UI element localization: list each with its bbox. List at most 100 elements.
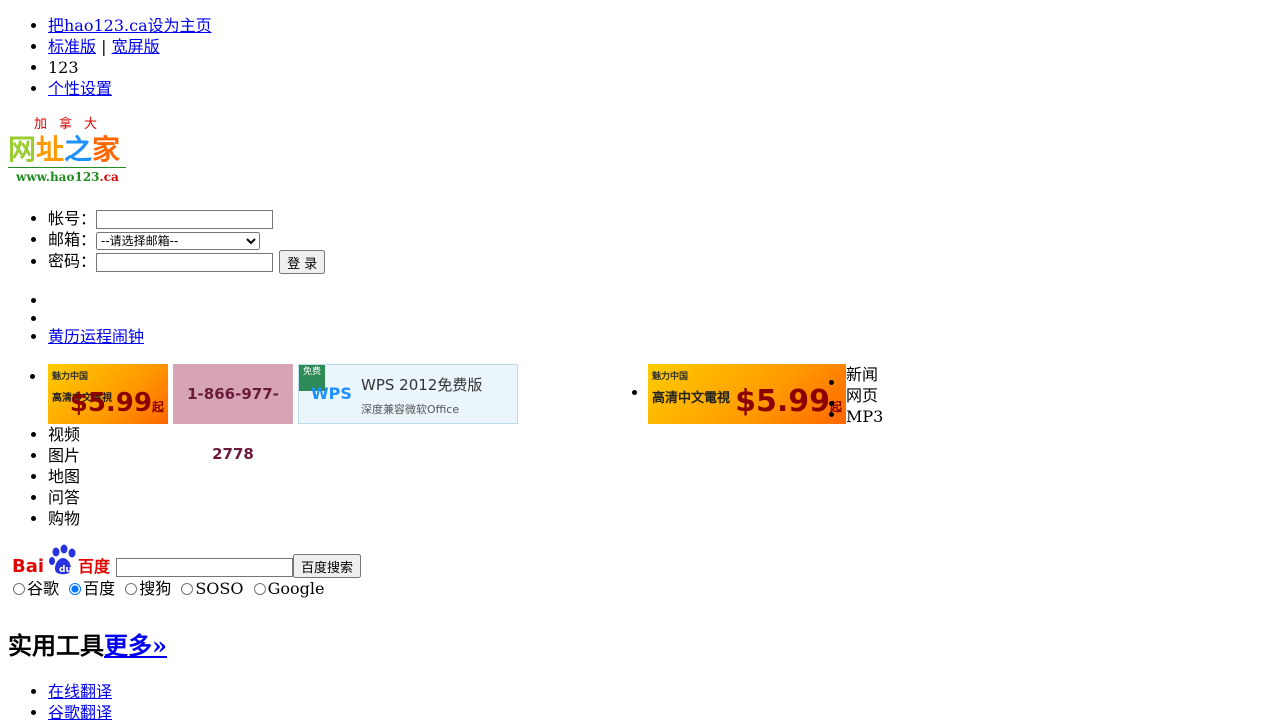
ad-price: $5.99起 — [735, 387, 842, 418]
search-type-maps[interactable]: 地图 — [48, 466, 608, 487]
engine-label: SOSO — [195, 579, 244, 598]
top-link-item: 个性设置 — [48, 78, 608, 99]
version-separator: | — [101, 37, 107, 56]
personal-settings-link[interactable]: 个性设置 — [48, 79, 113, 98]
engine-label: Google — [267, 579, 325, 598]
account-input[interactable] — [96, 210, 274, 229]
email-row: 邮箱：--请选择邮箱-- — [48, 229, 608, 250]
engine-radio-baidu[interactable] — [69, 583, 82, 595]
login-form: 帐号： 邮箱：--请选择邮箱-- 密码： 登 录 — [8, 208, 608, 274]
logo-url-suffix: .ca — [99, 170, 119, 184]
account-label: 帐号： — [48, 209, 97, 228]
search-type-shopping[interactable]: 购物 — [48, 508, 608, 529]
engine-radio-sogou[interactable] — [125, 583, 138, 595]
engine-label: 搜狗 — [139, 579, 172, 598]
account-row: 帐号： — [48, 208, 608, 229]
list-bullet — [829, 401, 834, 406]
tv-ad-banner[interactable]: 魅力中国 高清中文電視 $5.99起 — [48, 364, 168, 424]
engine-radio-google-cn[interactable] — [13, 583, 25, 595]
set-homepage-link[interactable]: 把hao123.ca设为主页 — [48, 16, 212, 35]
search-type-web[interactable]: 网页 — [846, 386, 879, 405]
password-label: 密码： — [48, 251, 97, 271]
logo-url: www.hao123.ca — [8, 167, 126, 186]
search-type-images[interactable]: 图片 — [48, 445, 608, 466]
ad-brand: 魅力中国 — [52, 372, 89, 382]
top-link-item: 标准版 | 宽屏版 — [48, 36, 608, 57]
email-select[interactable]: --请选择邮箱-- — [96, 231, 261, 250]
search-input[interactable] — [116, 558, 293, 577]
phone-ad-banner[interactable]: 1-866-977-2778 — [173, 364, 293, 463]
misc-list: 黄历运程闹钟 — [8, 290, 608, 347]
login-button[interactable]: 登 录 — [279, 250, 326, 274]
ad-price-suffix: 起 — [151, 400, 164, 414]
tools-title: 实用工具 — [8, 631, 104, 660]
search-types-top: 新闻 网页 MP3 — [846, 364, 883, 427]
engine-option[interactable]: 谷歌 — [10, 579, 59, 598]
ad-price-value: $5.99 — [69, 388, 152, 418]
online-translate-link[interactable]: 在线翻译 — [48, 682, 113, 701]
engine-label: 百度 — [83, 579, 116, 598]
tool-item: 谷歌翻译 — [48, 702, 608, 723]
ad-price: $5.99起 — [70, 390, 164, 418]
ad-subtitle: 高清中文電視 — [52, 393, 112, 404]
tools-heading: 实用工具更多» — [8, 630, 167, 662]
tool-item: 在线翻译 — [48, 681, 608, 702]
search-type-video[interactable]: 视频 — [48, 424, 608, 445]
list-bullet — [829, 380, 834, 385]
top-link-item: 123 — [48, 57, 608, 78]
empty-list-item — [48, 290, 608, 308]
logo-char: 家 — [92, 133, 121, 166]
num-label: 123 — [48, 58, 79, 77]
baidu-logo-chinese: 百度 — [78, 557, 111, 576]
search-bar: Bai du 百度 百度搜索 谷歌 百度 搜狗 SOSO Google — [8, 544, 708, 599]
engine-radio-soso[interactable] — [181, 583, 194, 595]
calendar-link[interactable]: 黄历运程闹钟 — [48, 327, 145, 346]
wide-version-link[interactable]: 宽屏版 — [111, 37, 160, 56]
engine-radio-google[interactable] — [253, 583, 266, 595]
logo-main-text: 网址之家 — [8, 133, 126, 167]
email-label: 邮箱： — [48, 230, 97, 249]
search-type-qa[interactable]: 问答 — [48, 487, 608, 508]
ad-brand: 魅力中国 — [652, 372, 689, 382]
password-input[interactable] — [96, 252, 274, 272]
engine-option[interactable]: 百度 — [66, 579, 115, 598]
search-type-mp3[interactable]: MP3 — [846, 407, 884, 426]
logo-char: 址 — [36, 133, 65, 166]
engine-option[interactable]: SOSO — [178, 579, 243, 598]
engine-option[interactable]: 搜狗 — [122, 579, 171, 598]
empty-list-item — [48, 308, 608, 326]
google-translate-link[interactable]: 谷歌翻译 — [48, 703, 113, 722]
wps-ad-banner[interactable]: 免费 WPS WPS 2012免费版 深度兼容微软Office — [298, 364, 518, 424]
baidu-logo[interactable]: Bai du 百度 — [12, 544, 116, 578]
ad-title: WPS 2012免费版 — [361, 376, 483, 394]
svg-text:du: du — [59, 565, 72, 575]
logo-char: 之 — [64, 133, 93, 166]
logo-char: 网 — [8, 133, 37, 166]
search-types-list: 视频 图片 地图 问答 购物 — [8, 424, 608, 529]
password-row: 密码： 登 录 — [48, 250, 608, 274]
ad-free-badge: 免费 — [299, 365, 325, 391]
list-bullet — [30, 374, 35, 379]
tools-list: 在线翻译 谷歌翻译 — [8, 681, 608, 723]
ad-price-value: $5.99 — [735, 384, 830, 419]
site-logo[interactable]: 加拿大 网址之家 www.hao123.ca — [8, 117, 126, 189]
logo-url-main: www.hao123 — [16, 170, 100, 184]
tools-more-link[interactable]: 更多» — [104, 631, 167, 660]
search-type-news[interactable]: 新闻 — [846, 365, 879, 384]
top-link-item: 把hao123.ca设为主页 — [48, 15, 608, 36]
engine-option[interactable]: Google — [251, 579, 325, 598]
baidu-paw-icon: du — [49, 544, 76, 575]
logo-top-text: 加拿大 — [34, 117, 110, 132]
list-bullet — [632, 390, 637, 395]
ad-phone-number: 1-866-977-2778 — [187, 385, 279, 463]
list-bullet — [829, 412, 834, 417]
baidu-search-button[interactable]: 百度搜索 — [293, 554, 362, 578]
calendar-item: 黄历运程闹钟 — [48, 326, 608, 347]
baidu-logo-text: Bai — [12, 556, 45, 577]
tv-ad-banner-large[interactable]: 魅力中国 高清中文電視 $5.99起 — [648, 364, 846, 424]
engine-label: 谷歌 — [27, 579, 60, 598]
ad-subtitle: 深度兼容微软Office — [361, 403, 460, 416]
wps-logo-icon: WPS — [311, 384, 352, 403]
standard-version-link[interactable]: 标准版 — [48, 37, 97, 56]
ad-subtitle: 高清中文電視 — [652, 391, 731, 406]
